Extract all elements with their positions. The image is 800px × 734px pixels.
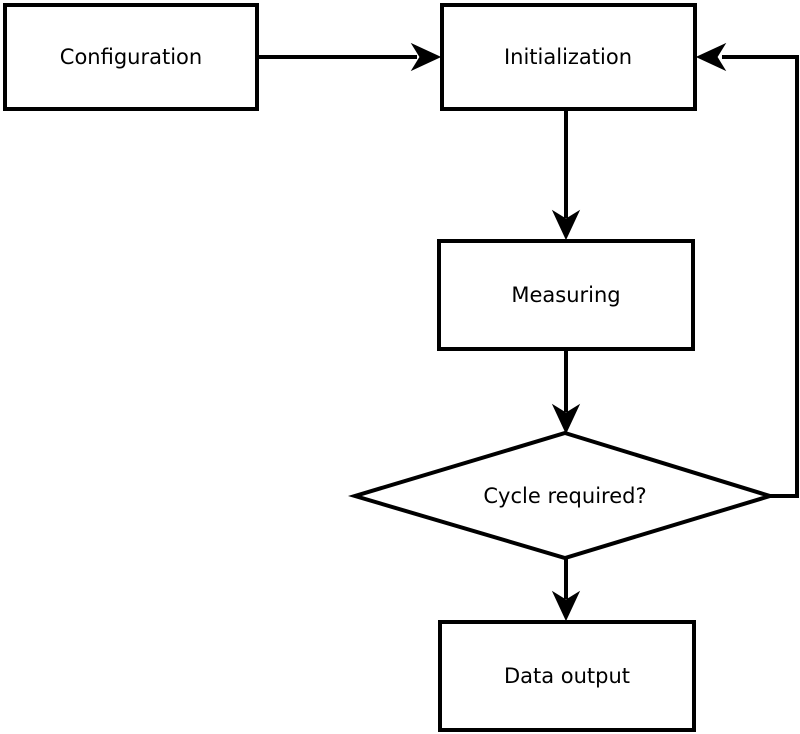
node-measuring-box [437,239,695,351]
edge-cycle-required-initialization-loop [722,55,799,498]
node-data-output-box [438,620,696,732]
edge-initialization-measuring-arrowhead [551,209,581,241]
node-data-output-label: Data output [504,664,630,688]
node-cycle-required-label: Cycle required? [483,484,646,508]
edge-configuration-initialization-arrowhead [410,42,442,72]
edge-cycle-required-data-output-arrowhead [551,590,581,622]
node-configuration-label: Configuration [60,45,202,69]
edge-measuring-cycle-required-arrowhead [551,403,581,435]
edge-cycle-required-initialization-arrowhead [695,42,727,72]
node-measuring-label: Measuring [511,283,620,307]
node-configuration-box [3,3,259,111]
node-initialization-box [440,3,697,111]
node-initialization-label: Initialization [504,45,632,69]
node-cycle-required-diamond [347,430,777,561]
